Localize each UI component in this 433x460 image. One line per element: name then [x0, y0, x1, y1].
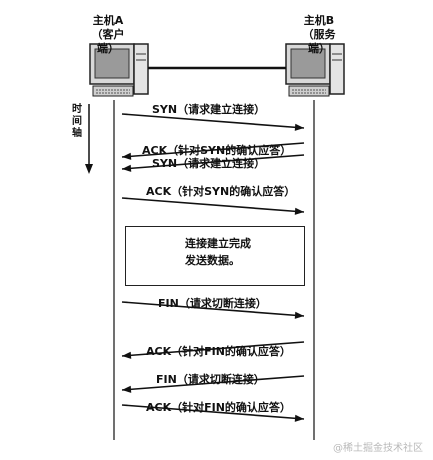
- data-transfer-box: 连接建立完成 发送数据。: [125, 226, 305, 286]
- message-arrowhead-7: [122, 385, 132, 393]
- box-line-1: 连接建立完成: [185, 237, 251, 250]
- message-arrow-4: [121, 197, 305, 213]
- message-label-2: ACK（针对SYN的确认应答）: [142, 144, 292, 157]
- host-a-role: （客户端）: [91, 28, 125, 55]
- message-arrow-1: [121, 113, 305, 129]
- message-label-1: SYN（请求建立连接）: [152, 103, 266, 116]
- host-a-label: 主机A （客户端）: [88, 14, 128, 56]
- message-arrow-7: [121, 375, 305, 391]
- message-arrowhead-3: [122, 164, 132, 172]
- message-label-7: FIN（请求切断连接）: [156, 373, 265, 386]
- host-b-label: 主机B （服务端）: [298, 14, 340, 56]
- message-arrowhead-4: [294, 207, 304, 215]
- message-arrow-8: [121, 404, 305, 420]
- message-arrowhead-8: [294, 414, 304, 422]
- message-arrowhead-5: [294, 311, 304, 319]
- message-arrow-5: [121, 301, 305, 317]
- host-a-name: 主机A: [92, 14, 124, 27]
- box-line-2: 发送数据。: [185, 254, 240, 267]
- message-label-4: ACK（针对SYN的确认应答）: [146, 185, 296, 198]
- message-arrow-6: [121, 341, 305, 357]
- computer-a-icon: [89, 43, 149, 97]
- message-label-5: FIN（请求切断连接）: [158, 297, 267, 310]
- watermark: @稀土掘金技术社区: [333, 443, 423, 454]
- message-arrow-2: [121, 142, 305, 158]
- message-arrowhead-2: [122, 152, 132, 160]
- time-axis-arrowhead: [85, 164, 93, 174]
- host-b-role: （服务端）: [302, 28, 336, 55]
- message-arrowhead-1: [294, 123, 304, 131]
- message-label-8: ACK（针对FIN的确认应答）: [146, 401, 291, 414]
- time-axis-label: 时间轴: [72, 104, 82, 139]
- message-label-6: ACK（针对FIN的确认应答）: [146, 345, 291, 358]
- host-b-name: 主机B: [303, 14, 335, 27]
- message-arrowhead-6: [122, 351, 132, 359]
- computer-b-icon: [285, 43, 345, 97]
- message-label-3: SYN（请求建立连接）: [152, 157, 266, 170]
- message-arrow-3: [121, 154, 305, 170]
